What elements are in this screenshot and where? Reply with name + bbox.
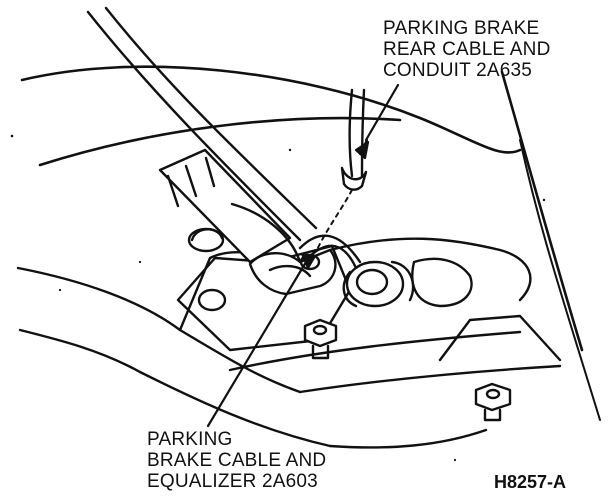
equalizer-callout-label: PARKING BRAKE CABLE AND EQUALIZER 2A603 — [147, 429, 326, 492]
scan-dots — [10, 134, 546, 462]
callout-line: PARKING — [147, 429, 233, 450]
rear-cable-conduit — [340, 88, 368, 191]
cable-to-grommet — [298, 234, 362, 270]
cable-dashed-path — [315, 189, 353, 253]
callout-line: EQUALIZER 2A603 — [147, 471, 318, 492]
callout-line: REAR CABLE AND — [383, 39, 551, 60]
callout-line: PARKING BRAKE — [383, 18, 540, 39]
conduit-grommet — [342, 260, 415, 308]
leader-lines — [206, 83, 400, 428]
equalizer-bar — [86, 6, 318, 264]
adjuster-bolt — [187, 227, 225, 253]
mounting-nut — [474, 382, 512, 422]
rear-cable-callout-label: PARKING BRAKE REAR CABLE AND CONDUIT 2A6… — [383, 18, 551, 81]
callout-line: BRAKE CABLE AND — [147, 450, 327, 471]
floor-grommet — [411, 257, 473, 308]
mounting-nut — [303, 318, 338, 360]
floor-pan-outline — [16, 237, 562, 449]
mounting-bracket — [176, 244, 352, 352]
figure-code: H8257-A — [494, 472, 567, 492]
callout-line: CONDUIT 2A635 — [383, 60, 533, 81]
body-panel-outline — [20, 65, 601, 421]
cable-clip — [248, 248, 337, 296]
